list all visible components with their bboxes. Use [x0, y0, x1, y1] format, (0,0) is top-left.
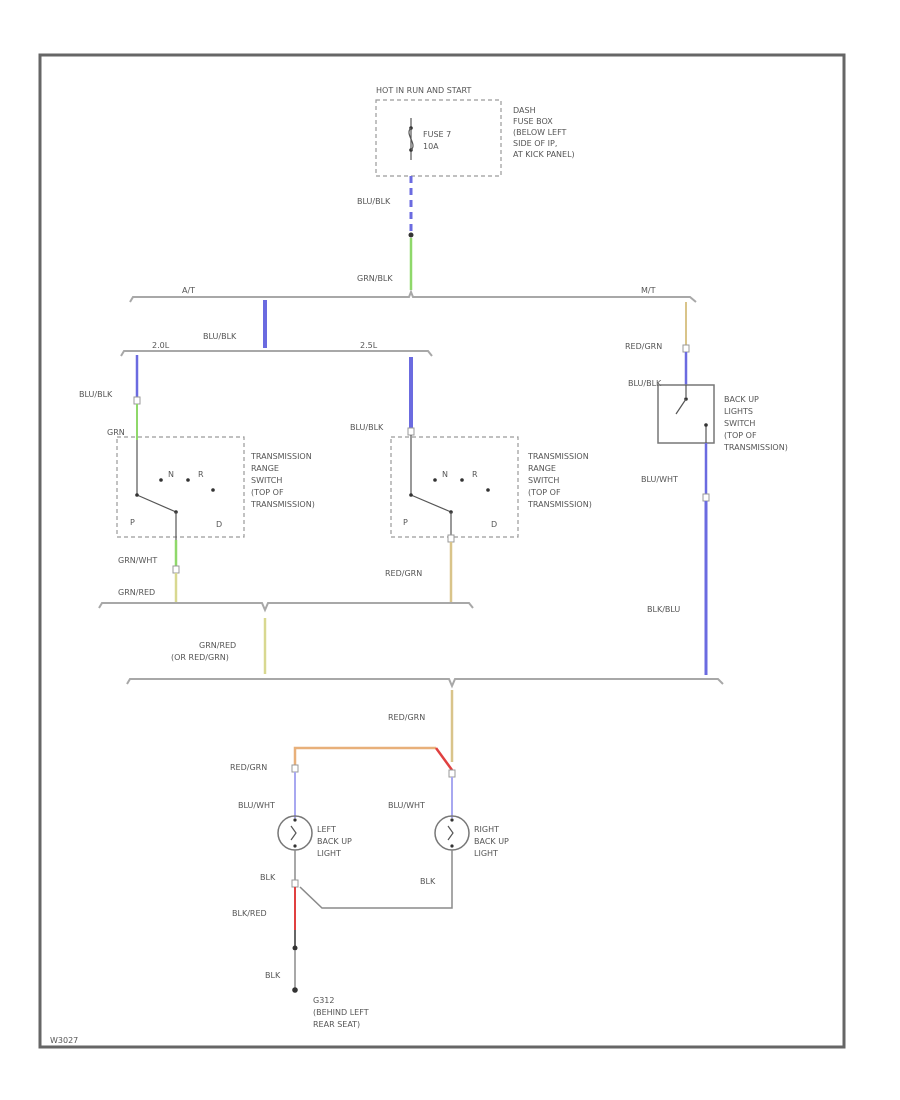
- trans-switch-left-pos-p: P: [130, 518, 135, 527]
- fuse-box: HOT IN RUN AND START FUSE 7 10A DASH FUS…: [375, 86, 575, 177]
- fuse-box-location-2: FUSE BOX: [513, 117, 553, 126]
- trans-switch-right-pos-n: N: [442, 470, 448, 479]
- label-splice-right-engine: 2.5L: [360, 341, 378, 350]
- label-wire-lights-feed: RED/GRN: [388, 713, 425, 722]
- label-wire-merge-2: (OR RED/GRN): [171, 653, 229, 662]
- label-splice-mt: M/T: [641, 286, 656, 295]
- fuse-box-outline: [375, 99, 502, 177]
- trans-switch-left-outline: [116, 436, 245, 538]
- ground-label-2: (BEHIND LEFT: [313, 1008, 369, 1017]
- fuse-box-location-3: (BELOW LEFT: [513, 128, 567, 137]
- label-wire-tr1-in: BLU/BLK: [79, 390, 113, 399]
- fuse-box-location-5: AT KICK PANEL): [513, 150, 575, 159]
- right-backup-light-label-2: BACK UP: [474, 837, 509, 846]
- trans-switch-right-label-3: SWITCH: [528, 476, 559, 485]
- right-backup-light: RIGHT BACK UP LIGHT: [434, 815, 509, 858]
- fuse-symbol: [408, 127, 414, 151]
- label-wire-main-feed: GRN/BLK: [357, 274, 393, 283]
- backup-lights-switch: BACK UP LIGHTS SWITCH (TOP OF TRANSMISSI…: [657, 384, 788, 452]
- wire-right-gnd: [299, 850, 453, 909]
- label-wire-right-gnd: BLK: [420, 877, 436, 886]
- label-wire-gnd-bottom: BLK: [265, 971, 281, 980]
- left-backup-light-label-1: LEFT: [317, 825, 336, 834]
- wire-left-feed: [293, 746, 436, 765]
- trans-switch-right-label-5: TRANSMISSION): [527, 500, 592, 509]
- left-backup-light: LEFT BACK UP LIGHT: [277, 815, 352, 858]
- label-wire-at-feed: BLU/BLK: [203, 332, 237, 341]
- fuse-box-header: HOT IN RUN AND START: [376, 86, 472, 95]
- fuse-box-location-1: DASH: [513, 106, 536, 115]
- ground-label-3: REAR SEAT): [313, 1020, 360, 1029]
- figure-code: W3027: [50, 1036, 78, 1045]
- trans-switch-left: N R P D TRANSMISSION RANGE SWITCH (TOP O…: [116, 436, 315, 540]
- fuse-label: FUSE 7: [423, 130, 451, 139]
- trans-switch-left-label-1: TRANSMISSION: [250, 452, 312, 461]
- bus-top: [129, 289, 697, 303]
- trans-switch-left-pos-d: D: [216, 520, 222, 529]
- label-wire-left-feed: RED/GRN: [230, 763, 267, 772]
- backup-lights-switch-label-4: (TOP OF: [724, 431, 757, 440]
- right-backup-light-label-1: RIGHT: [474, 825, 499, 834]
- trans-switch-right-label-1: TRANSMISSION: [527, 452, 589, 461]
- trans-switch-left-pos-n: N: [168, 470, 174, 479]
- backup-lights-switch-label-1: BACK UP: [724, 395, 759, 404]
- label-wire-left-gnd: BLK: [260, 873, 276, 882]
- fuse-rating: 10A: [423, 142, 439, 151]
- label-wire-tr2-in: BLU/BLK: [350, 423, 384, 432]
- trans-switch-left-pos-r: R: [198, 470, 204, 479]
- label-wire-tr1-out: GRN/WHT: [118, 556, 157, 565]
- label-wire-mt-in: RED/GRN: [625, 342, 662, 351]
- trans-switch-right-pos-p: P: [403, 518, 408, 527]
- trans-switch-right-label-2: RANGE: [528, 464, 556, 473]
- trans-switch-right: N R P D TRANSMISSION RANGE SWITCH (TOP O…: [390, 435, 592, 538]
- right-backup-light-label-3: LIGHT: [474, 849, 498, 858]
- label-wire-mt-out: BLK/BLU: [647, 605, 680, 614]
- bus-at: [120, 350, 433, 357]
- label-wire-switch-in: BLU/BLK: [628, 379, 662, 388]
- bus-switch-out: [98, 602, 474, 613]
- trans-switch-right-label-4: (TOP OF: [528, 488, 561, 497]
- trans-switch-left-label-2: RANGE: [251, 464, 279, 473]
- backup-lights-switch-label-5: TRANSMISSION): [723, 443, 788, 452]
- trans-switch-right-pos-d: D: [491, 520, 497, 529]
- backup-lights-switch-label-3: SWITCH: [724, 419, 755, 428]
- trans-switch-left-label-5: TRANSMISSION): [250, 500, 315, 509]
- wire-left-feed-red: [434, 747, 454, 771]
- trans-switch-left-label-4: (TOP OF: [251, 488, 284, 497]
- label-splice-at: A/T: [182, 286, 195, 295]
- fuse-box-location-4: SIDE OF IP,: [513, 139, 557, 148]
- bus-lights: [126, 678, 724, 689]
- trans-switch-right-pos-r: R: [472, 470, 478, 479]
- label-wire-gnd: BLK/RED: [232, 909, 267, 918]
- label-splice-left-engine: 2.0L: [152, 341, 170, 350]
- backup-lights-switch-label-2: LIGHTS: [724, 407, 753, 416]
- diagram-frame: [38, 53, 846, 1049]
- label-wire-switch-out: BLU/WHT: [641, 475, 678, 484]
- ground-g312: G312 (BEHIND LEFT REAR SEAT): [313, 996, 369, 1029]
- label-wire-fuse-out: BLU/BLK: [357, 197, 391, 206]
- trans-switch-left-label-3: SWITCH: [251, 476, 282, 485]
- label-wire-right-lamp-in: BLU/WHT: [388, 801, 425, 810]
- label-wire-tr1-in-short: GRN: [107, 428, 125, 437]
- ground-label-1: G312: [313, 996, 334, 1005]
- label-wire-merge-1: GRN/RED: [199, 641, 236, 650]
- label-wire-left-lamp-in: BLU/WHT: [238, 801, 275, 810]
- trans-switch-right-outline: [390, 436, 519, 538]
- left-backup-light-label-3: LIGHT: [317, 849, 341, 858]
- label-wire-tr1-bus: GRN/RED: [118, 588, 155, 597]
- label-wire-tr2-out: RED/GRN: [385, 569, 422, 578]
- left-backup-light-label-2: BACK UP: [317, 837, 352, 846]
